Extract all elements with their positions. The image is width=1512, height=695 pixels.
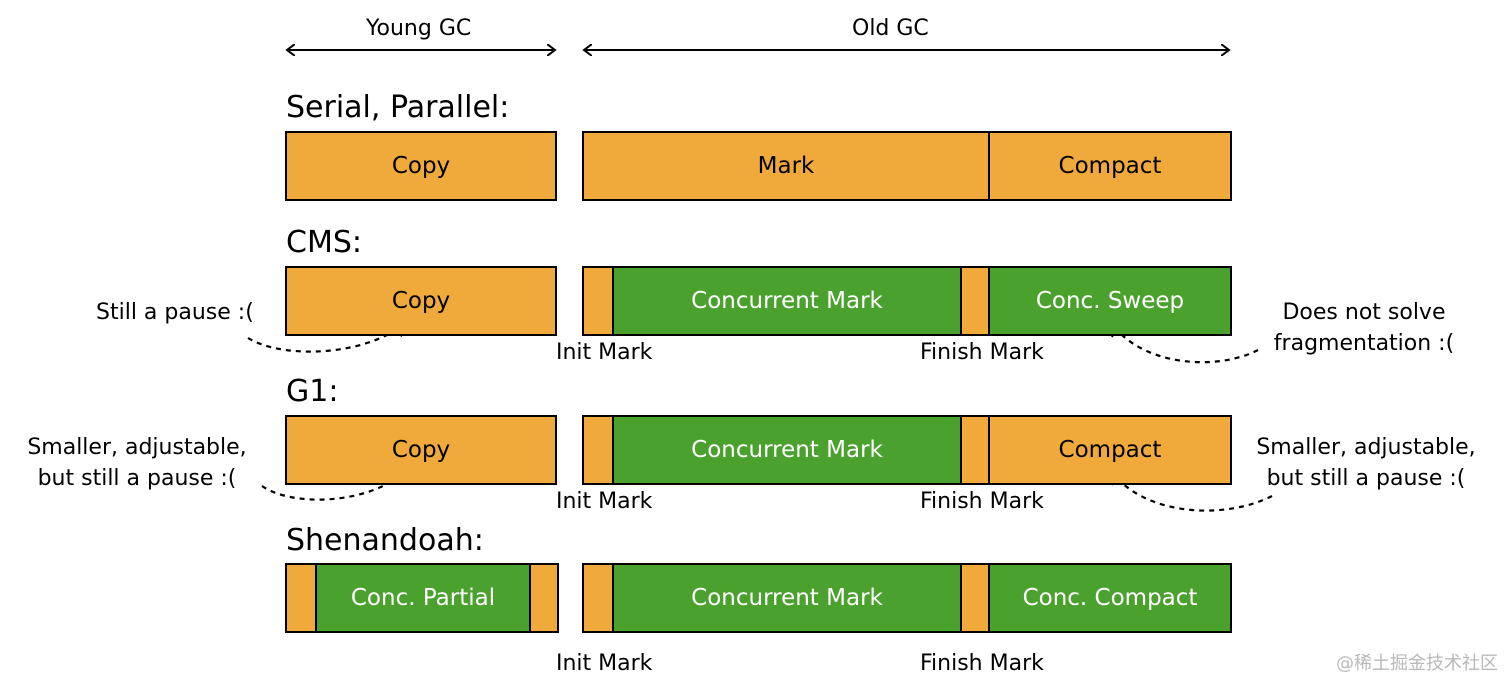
shenandoah-title: Shenandoah: xyxy=(286,523,484,558)
shenandoah-conc-compact-segment: Conc. Compact xyxy=(988,563,1232,633)
cms-finish-mark-label: Finish Mark xyxy=(920,340,1044,365)
serial-parallel-title: Serial, Parallel: xyxy=(286,90,510,125)
serial-mark-segment: Mark xyxy=(582,131,990,201)
g1-finish-mark-segment xyxy=(960,415,990,485)
young-gc-header: Young GC xyxy=(366,16,472,41)
g1-right-note-line2: but still a pause :( xyxy=(1266,466,1466,491)
g1-right-note-line1: Smaller, adjustable, xyxy=(1256,435,1476,460)
g1-right-pointer-arrow xyxy=(1112,472,1273,512)
g1-init-mark-label: Init Mark xyxy=(556,489,653,514)
g1-copy-label: Copy xyxy=(391,437,451,463)
cms-init-mark-segment xyxy=(582,266,614,336)
g1-concurrent-mark-segment: Concurrent Mark xyxy=(612,415,962,485)
shenandoah-finish-mark-label: Finish Mark xyxy=(920,651,1044,676)
g1-title: G1: xyxy=(286,374,339,409)
shenandoah-partial-start-segment xyxy=(285,563,317,633)
shenandoah-conc-partial-label: Conc. Partial xyxy=(350,585,496,611)
cms-concurrent-mark-segment: Concurrent Mark xyxy=(612,266,962,336)
cms-left-note: Still a pause :( xyxy=(96,300,254,325)
cms-init-mark-label: Init Mark xyxy=(556,340,653,365)
serial-compact-label: Compact xyxy=(1058,153,1162,179)
cms-right-note: Does not solve fragmentation :( xyxy=(1264,297,1464,359)
g1-left-note: Smaller, adjustable, but still a pause :… xyxy=(12,432,262,494)
g1-copy-segment: Copy xyxy=(285,415,557,485)
shenandoah-partial-end-segment xyxy=(529,563,559,633)
g1-compact-segment: Compact xyxy=(988,415,1232,485)
shenandoah-finish-mark-segment xyxy=(960,563,990,633)
cms-right-note-line1: Does not solve xyxy=(1282,300,1446,325)
serial-copy-label: Copy xyxy=(391,153,451,179)
g1-finish-mark-label: Finish Mark xyxy=(920,489,1044,514)
cms-right-note-line2: fragmentation :( xyxy=(1273,331,1455,356)
g1-init-mark-segment xyxy=(582,415,614,485)
serial-mark-label: Mark xyxy=(757,153,815,179)
shenandoah-concurrent-mark-label: Concurrent Mark xyxy=(691,585,883,611)
g1-left-note-line2: but still a pause :( xyxy=(37,466,237,491)
watermark: @稀土掘金技术社区 xyxy=(1336,653,1498,674)
serial-compact-segment: Compact xyxy=(988,131,1232,201)
g1-left-note-line1: Smaller, adjustable, xyxy=(27,435,247,460)
shenandoah-init-mark-label: Init Mark xyxy=(556,651,653,676)
cms-conc-sweep-label: Conc. Sweep xyxy=(1035,288,1185,314)
shenandoah-conc-compact-label: Conc. Compact xyxy=(1022,585,1198,611)
cms-title: CMS: xyxy=(286,225,362,260)
old-gc-header: Old GC xyxy=(852,16,929,41)
g1-compact-label: Compact xyxy=(1058,437,1162,463)
shenandoah-init-mark-segment xyxy=(582,563,614,633)
cms-copy-segment: Copy xyxy=(285,266,557,336)
serial-copy-segment: Copy xyxy=(285,131,557,201)
cms-copy-label: Copy xyxy=(391,288,451,314)
g1-concurrent-mark-label: Concurrent Mark xyxy=(691,437,883,463)
cms-finish-mark-segment xyxy=(960,266,990,336)
cms-conc-sweep-segment: Conc. Sweep xyxy=(988,266,1232,336)
shenandoah-conc-partial-segment: Conc. Partial xyxy=(315,563,531,633)
g1-right-note: Smaller, adjustable, but still a pause :… xyxy=(1240,432,1492,494)
shenandoah-concurrent-mark-segment: Concurrent Mark xyxy=(612,563,962,633)
cms-concurrent-mark-label: Concurrent Mark xyxy=(691,288,883,314)
